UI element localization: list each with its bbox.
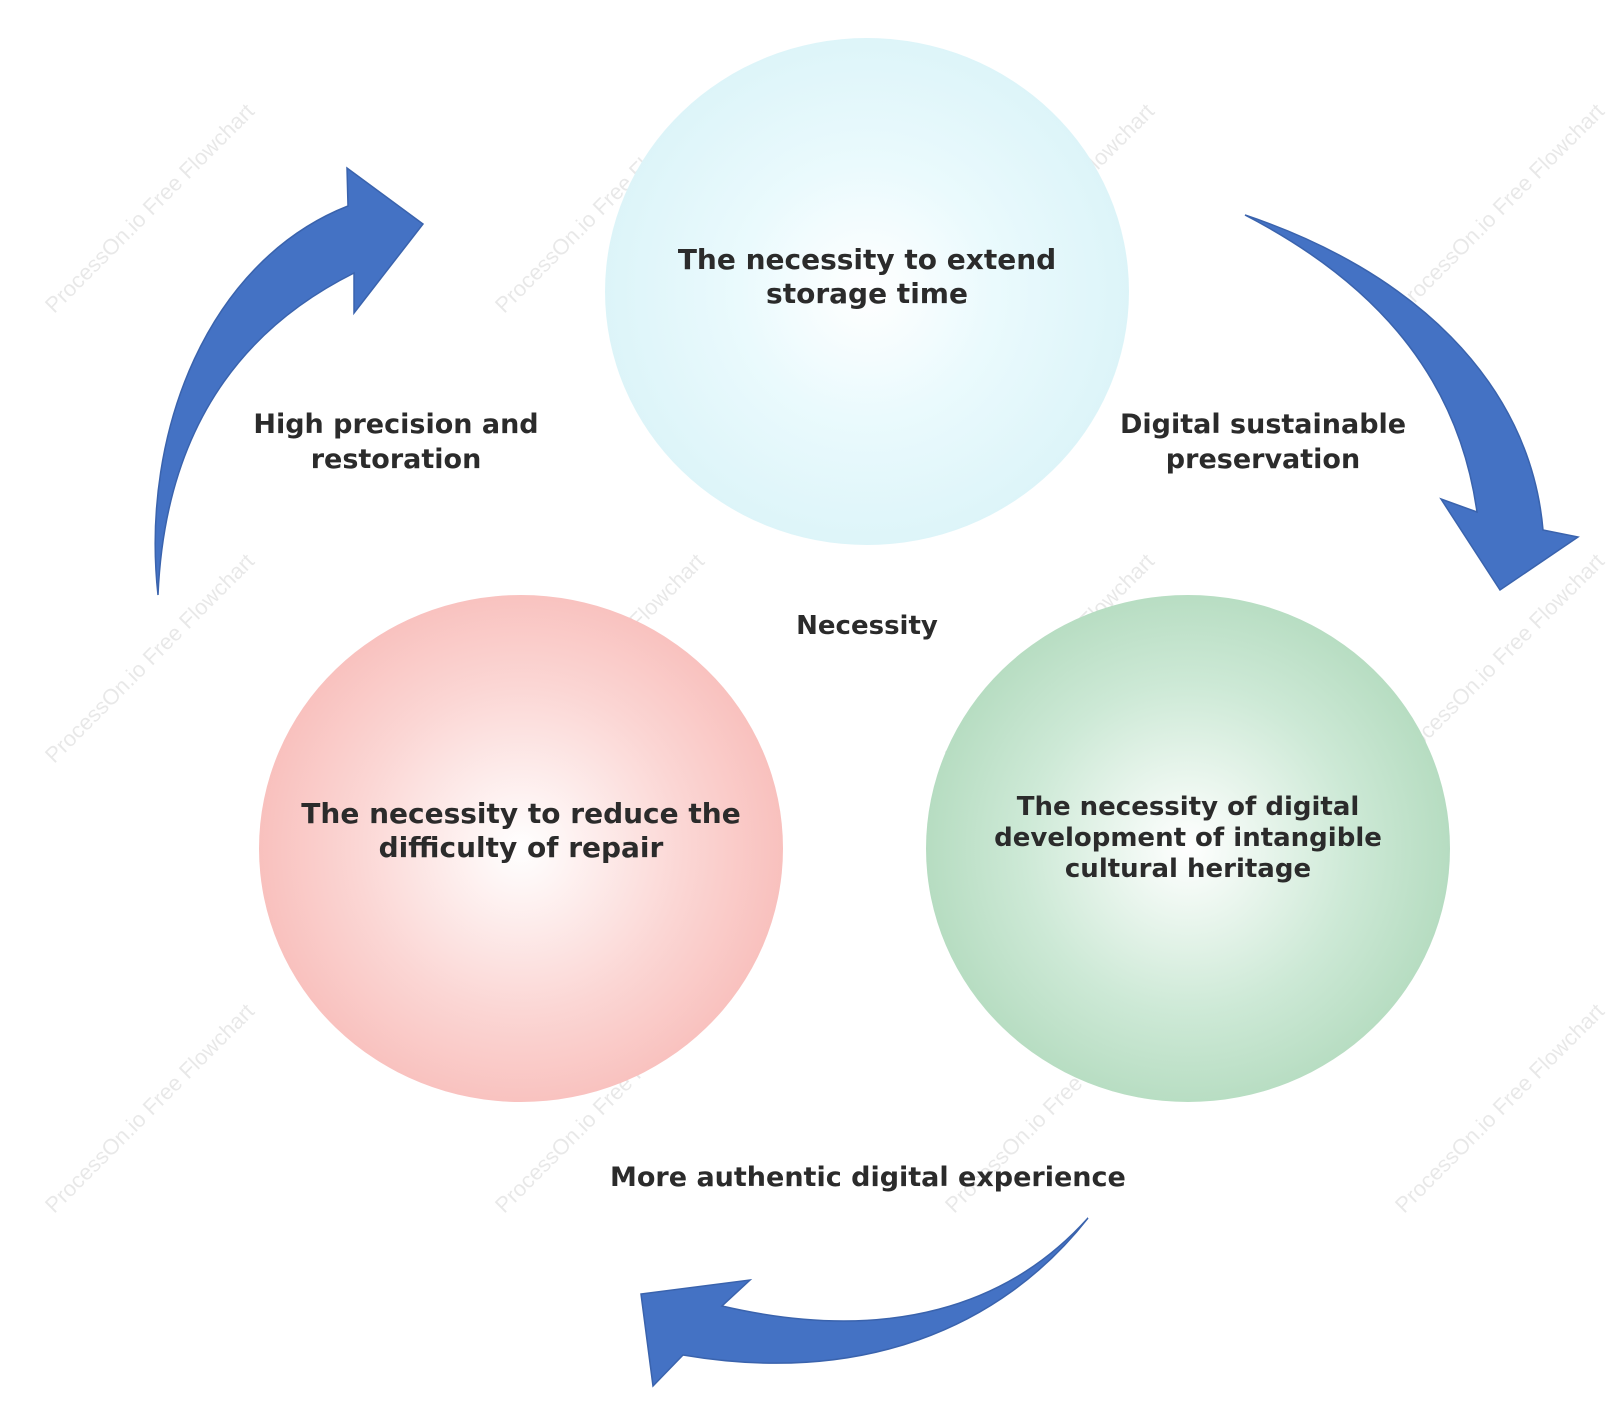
arrow-top-to-right xyxy=(1244,214,1580,592)
node-label: The necessity of digital development of … xyxy=(994,792,1382,884)
edge-label-bottom: More authentic digital experience xyxy=(610,1160,1126,1195)
node-label: The necessity to reduce the difficulty o… xyxy=(301,797,741,864)
arrow-left-to-top xyxy=(154,166,425,596)
center-label: Necessity xyxy=(796,611,938,641)
node-label: The necessity to extend storage time xyxy=(677,243,1057,310)
arrow-right-to-left xyxy=(640,1217,1089,1388)
node-digital-development-heritage: The necessity of digital development of … xyxy=(926,595,1450,1102)
node-extend-storage-time: The necessity to extend storage time xyxy=(605,38,1129,545)
node-reduce-repair-difficulty: The necessity to reduce the difficulty o… xyxy=(259,595,783,1102)
edge-label-text: More authentic digital experience xyxy=(610,1162,1126,1193)
